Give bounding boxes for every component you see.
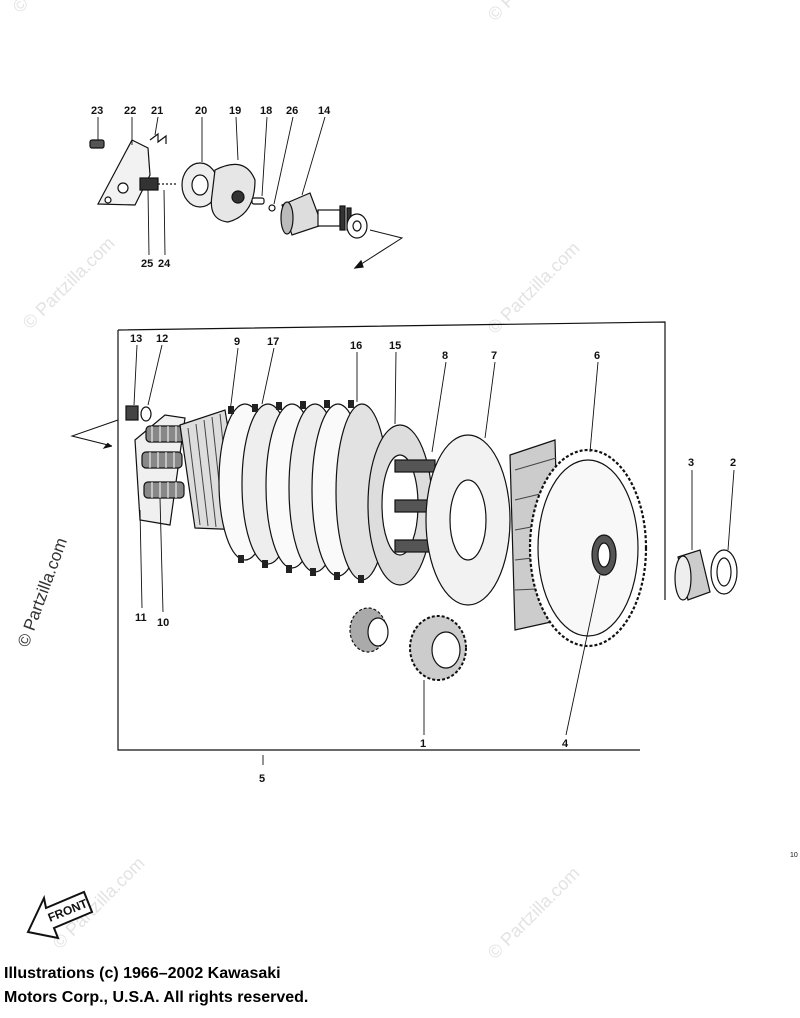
left-assembly-arrow [70, 419, 119, 449]
callout-20: 20 [195, 105, 207, 117]
front-arrow-icon: FRONT [26, 890, 94, 940]
watermark: © Partzilla.com [484, 0, 584, 25]
callout-5: 5 [259, 773, 265, 785]
callout-10: 10 [157, 617, 169, 629]
upper-leader-lines [97, 116, 326, 256]
upper-release-assembly [89, 132, 404, 269]
callout-6: 6 [594, 350, 600, 362]
callout-9: 9 [234, 336, 240, 348]
callout-21: 21 [151, 105, 163, 117]
watermark: © Partzilla.com [14, 535, 71, 649]
clutch-plates [218, 400, 389, 583]
callout-18: 18 [260, 105, 272, 117]
watermark: © Partzilla.com [19, 233, 119, 333]
bushing-and-washer [674, 549, 738, 601]
page-code: 10 [790, 852, 798, 859]
callout-14: 14 [318, 105, 331, 117]
callout-25: 25 [141, 258, 153, 270]
callout-7: 7 [491, 350, 497, 362]
callout-13: 13 [130, 333, 142, 345]
callout-15: 15 [389, 340, 401, 352]
callout-labels: 23 22 21 20 19 18 26 14 25 24 13 12 9 17… [91, 105, 736, 785]
callout-26: 26 [286, 105, 298, 117]
callout-24: 24 [158, 258, 171, 270]
clutch-assembly-frame [117, 321, 666, 751]
callout-23: 23 [91, 105, 103, 117]
callout-22: 22 [124, 105, 136, 117]
callout-11: 11 [135, 612, 147, 624]
clutch-housing [367, 424, 648, 648]
copyright-line-2: Motors Corp., U.S.A. All rights reserved… [4, 989, 309, 1006]
copyright-line-1: Illustrations (c) 1966–2002 Kawasaki [4, 965, 281, 982]
callout-4: 4 [562, 738, 569, 750]
callout-8: 8 [442, 350, 448, 362]
watermark: © Partzilla.com [9, 0, 109, 17]
callout-3: 3 [688, 457, 694, 469]
main-leader-lines [133, 344, 735, 765]
primary-gears [349, 607, 467, 681]
callout-12: 12 [156, 333, 168, 345]
callout-16: 16 [350, 340, 362, 352]
callout-19: 19 [229, 105, 241, 117]
copyright-notice: Illustrations (c) 1966–2002 Kawasaki Mot… [4, 962, 308, 1010]
callout-1: 1 [420, 738, 426, 750]
watermark: © Partzilla.com [484, 863, 584, 963]
callout-2: 2 [730, 457, 736, 469]
callout-17: 17 [267, 336, 279, 348]
